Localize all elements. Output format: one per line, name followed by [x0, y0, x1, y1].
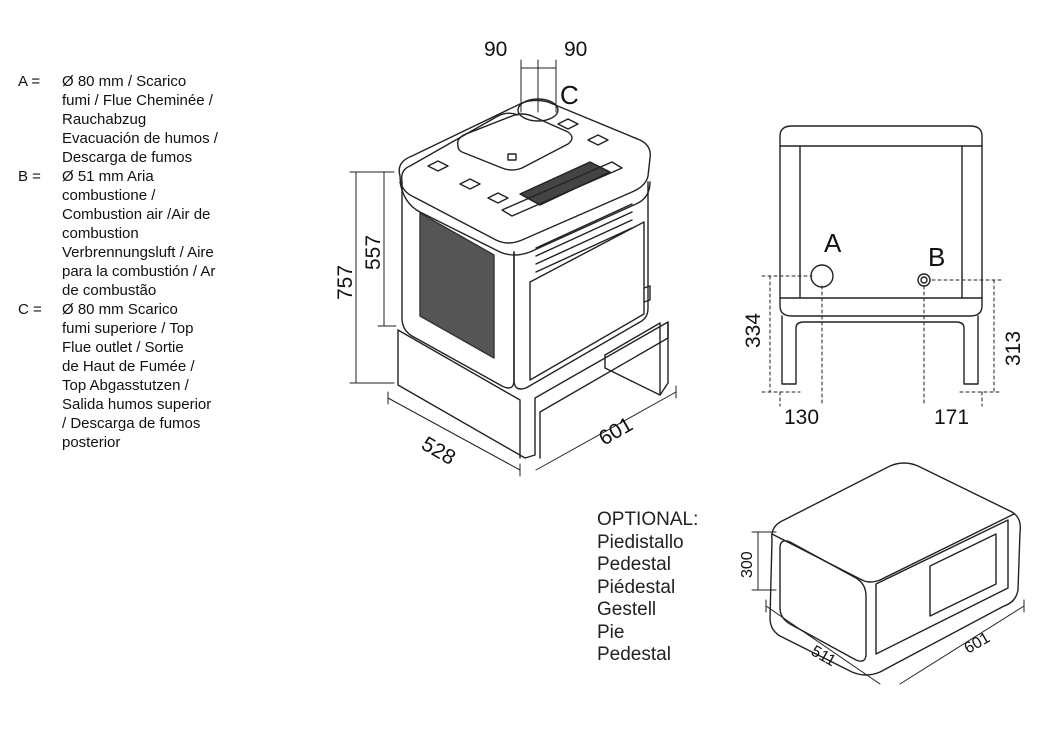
dim-line-528 [387, 391, 521, 477]
stove-front-vent [535, 203, 633, 273]
stove-left-rim [400, 112, 519, 183]
dim-line-313 [931, 279, 1003, 393]
legend-key: B = [18, 168, 41, 185]
dim-line-334 [761, 275, 813, 393]
dim-line-511 [765, 599, 881, 685]
stove-isometric-view [397, 98, 669, 459]
dim-line-601-pedestal [899, 599, 1025, 685]
dim-line-171 [923, 285, 983, 407]
marker-a: A [824, 228, 842, 258]
stove-top-lid-knob [507, 153, 517, 161]
dim-line-757 [349, 171, 395, 384]
stove-top-plate [501, 161, 623, 217]
optional-name: Pedestal [597, 554, 671, 575]
pedestal-top-edge [771, 513, 1015, 583]
stove-rear-view [779, 125, 983, 385]
label-171: 171 [934, 406, 969, 429]
pedestal-view [769, 462, 1022, 676]
rear-air-b-inner [920, 276, 928, 284]
label-757: 757 [334, 265, 357, 300]
stove-front [513, 181, 649, 390]
optional-name: Pedestal [597, 644, 671, 665]
legend: A = Ø 80 mm / Scarico fumi / Flue Chemin… [18, 72, 280, 452]
optional-name: Piedistallo [597, 531, 684, 553]
optional-pedestal-label: OPTIONAL: Piedistallo Pedestal Piédestal… [597, 509, 698, 667]
optional-name: Piédestal [597, 576, 676, 598]
rear-flue-a [810, 264, 834, 288]
optional-name: Pie [597, 621, 625, 643]
stove-dimension-lines [349, 59, 677, 477]
dim-line-557 [377, 171, 397, 327]
optional-heading: OPTIONAL: [597, 509, 699, 530]
pedestal-dimension-lines [751, 531, 1025, 685]
stove-door-handle [643, 285, 651, 303]
stove-door [529, 221, 645, 381]
pedestal-side-opening [875, 519, 1009, 655]
pedestal-outer [769, 462, 1022, 676]
pedestal-inner-shadow [929, 533, 997, 617]
optional-name: Gestell [597, 599, 657, 620]
label-528: 528 [418, 432, 460, 469]
dim-line-300 [751, 531, 777, 591]
stove-foot-inner [604, 322, 661, 396]
dim-line-601 [535, 385, 677, 471]
label-313: 313 [1002, 331, 1025, 366]
stove-left-grille-panel [419, 212, 495, 359]
label-334: 334 [742, 313, 765, 348]
legend-item-a: A = Ø 80 mm / Scarico fumi / Flue Chemin… [18, 72, 280, 167]
label-300: 300 [739, 551, 756, 578]
label-90-left: 90 [484, 38, 507, 61]
stove-top-lid [456, 113, 573, 171]
legend-item-b: B = Ø 51 mm Aria combustione / Combustio… [18, 167, 280, 300]
rear-base [781, 315, 979, 385]
rear-air-b [917, 273, 931, 287]
label-130: 130 [784, 406, 819, 429]
legend-key: A = [18, 73, 41, 90]
legend-text: Ø 80 mm Scarico fumi superiore / Top Flu… [62, 301, 212, 451]
marker-b: B [928, 242, 945, 272]
label-90-right: 90 [564, 38, 587, 61]
label-511: 511 [808, 643, 839, 671]
legend-text: Ø 51 mm Aria combustione / Combustion ai… [62, 168, 216, 299]
rear-frame [779, 125, 983, 317]
legend-text: Ø 80 mm / Scarico fumi / Flue Cheminée /… [62, 73, 218, 166]
label-601-pedestal: 601 [962, 629, 994, 657]
stove-top-openings [427, 118, 609, 204]
legend-key: C = [18, 301, 42, 318]
label-557: 557 [362, 235, 385, 270]
stove-left-side [401, 181, 515, 389]
dim-line-90 [520, 59, 557, 113]
stove-base [397, 321, 669, 459]
stove-top [398, 99, 651, 244]
label-601: 601 [595, 413, 637, 450]
legend-item-c: C = Ø 80 mm Scarico fumi superiore / Top… [18, 300, 280, 452]
dim-line-130 [779, 285, 823, 407]
rear-frame-inner [779, 145, 983, 299]
rear-dimension-lines [761, 275, 1003, 407]
marker-c: C [560, 80, 579, 110]
